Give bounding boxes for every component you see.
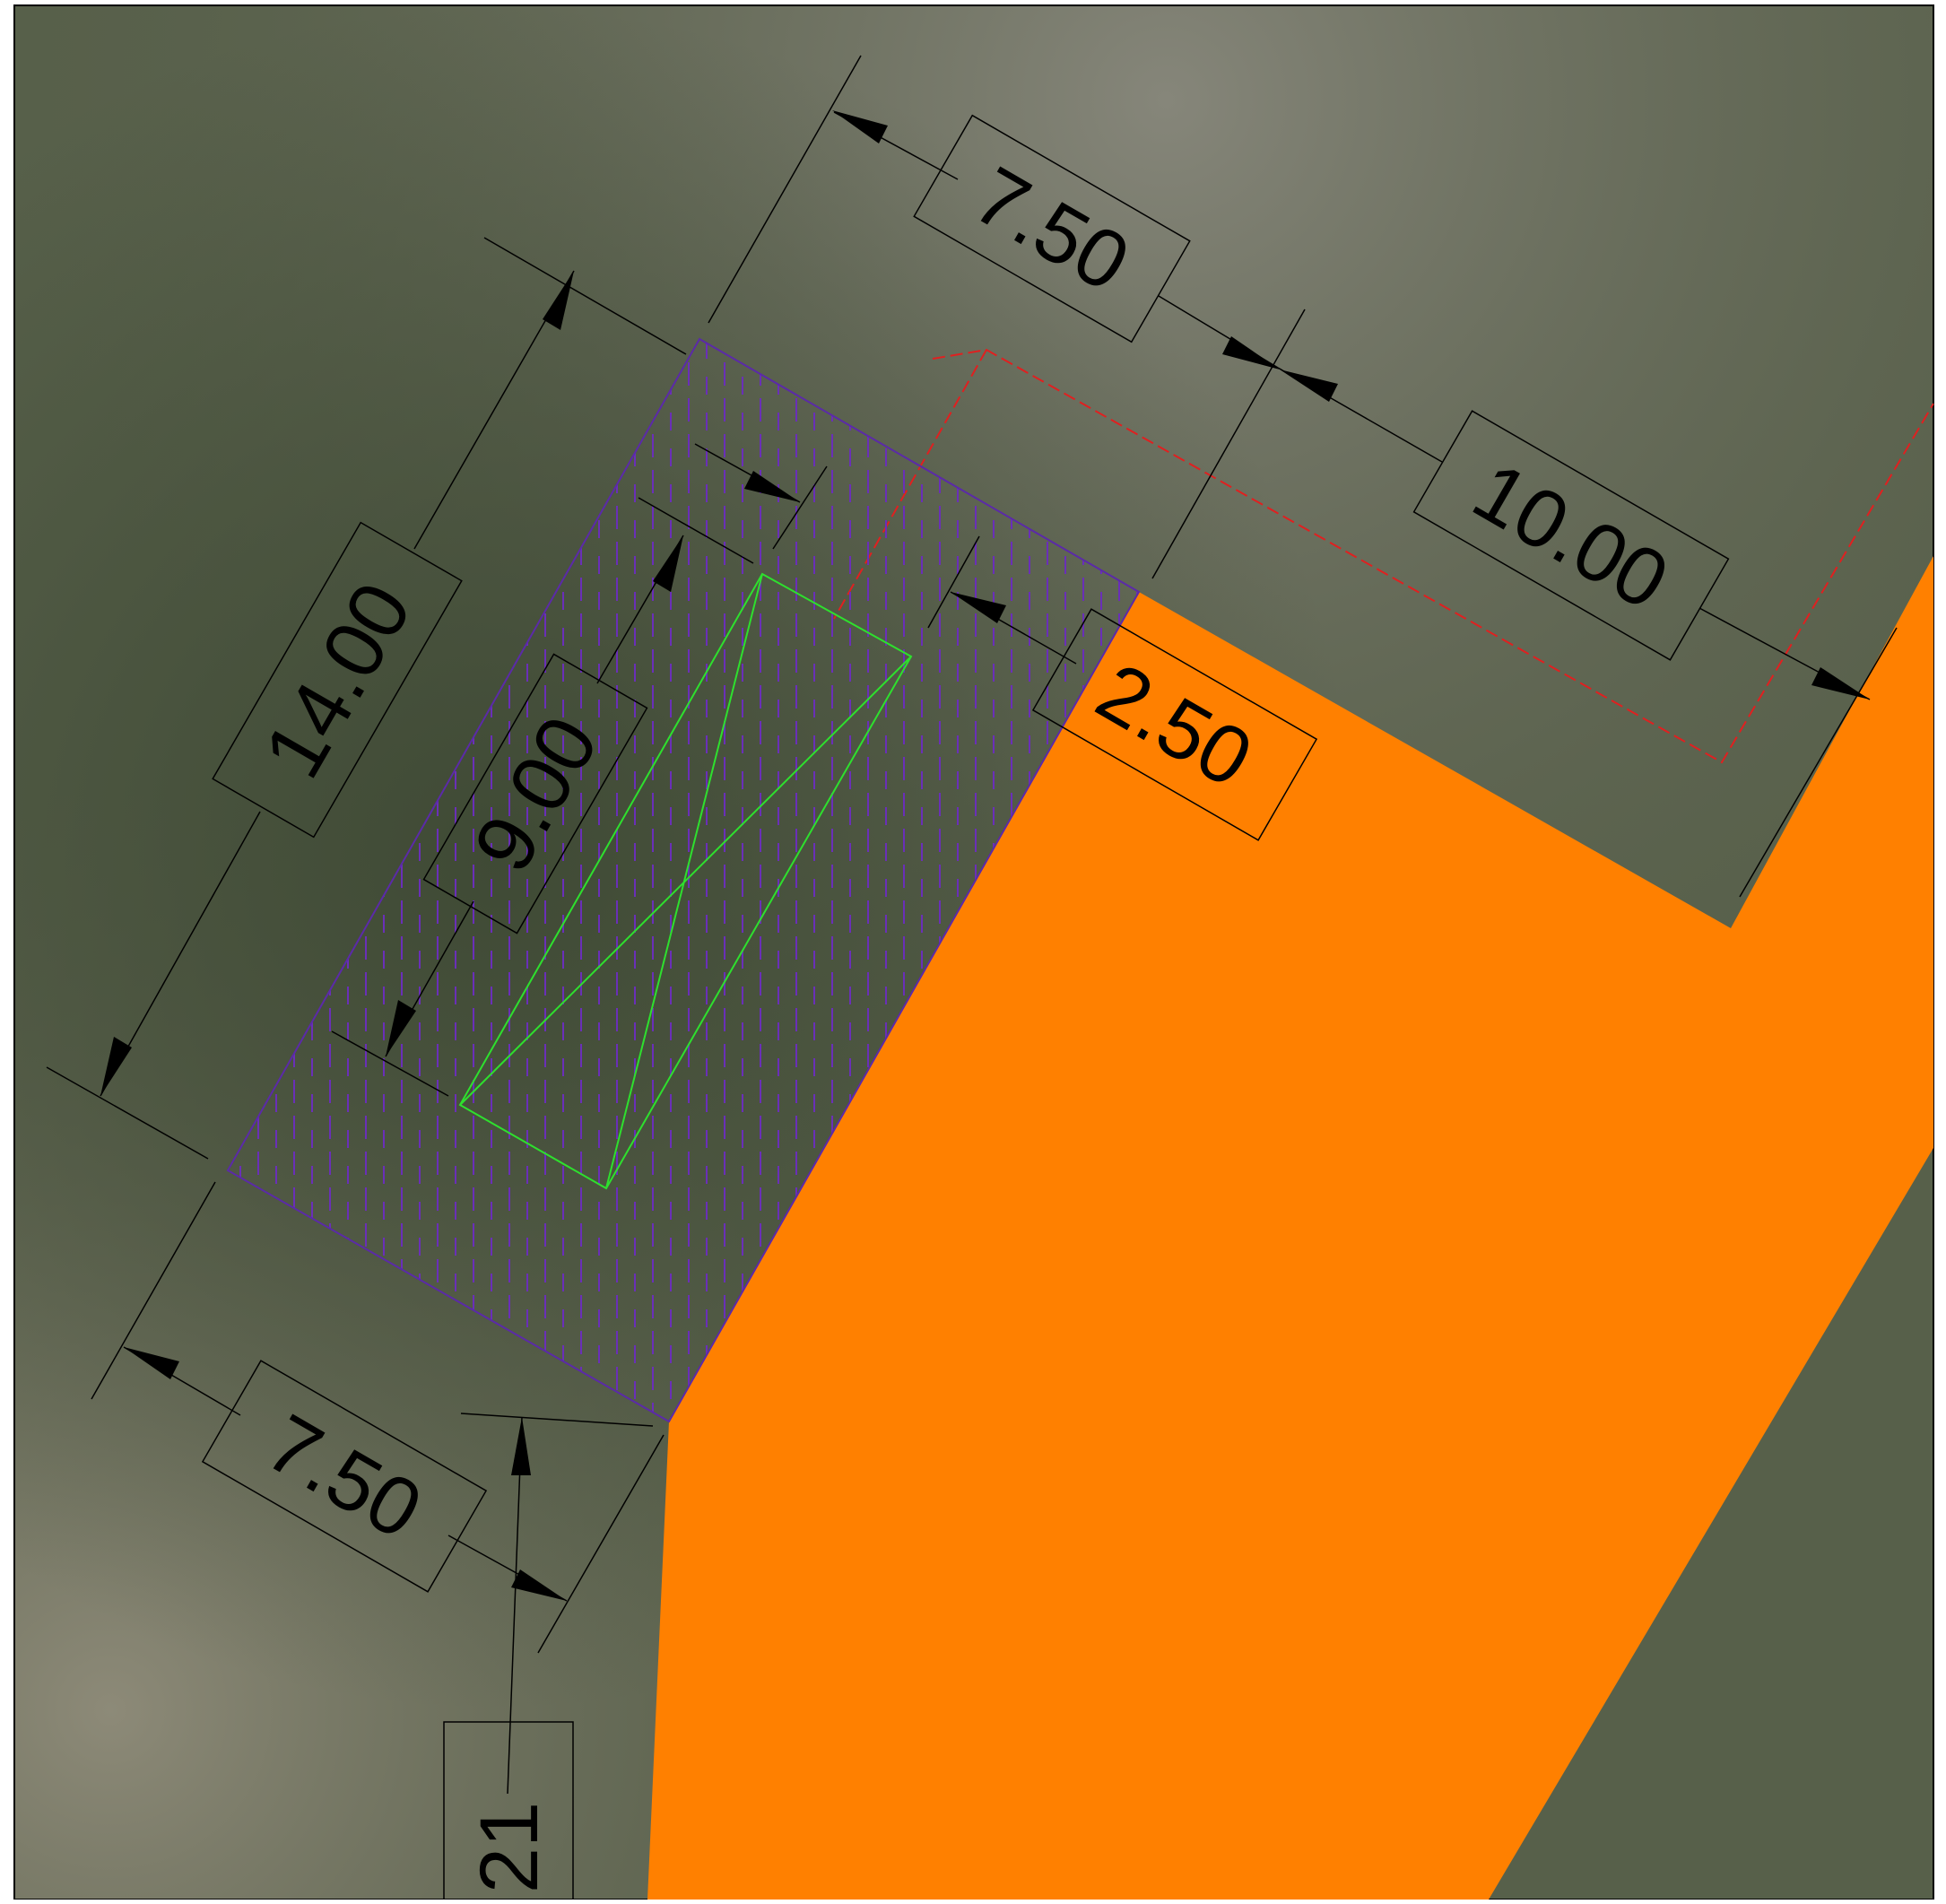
dim-label-partial: 21 bbox=[464, 1802, 555, 1893]
red-boundary bbox=[932, 348, 1934, 764]
dimension-partial: 21 bbox=[443, 1413, 654, 1902]
green-structure bbox=[458, 572, 913, 1190]
building-footprint bbox=[226, 337, 1141, 1423]
road bbox=[647, 556, 1933, 1900]
